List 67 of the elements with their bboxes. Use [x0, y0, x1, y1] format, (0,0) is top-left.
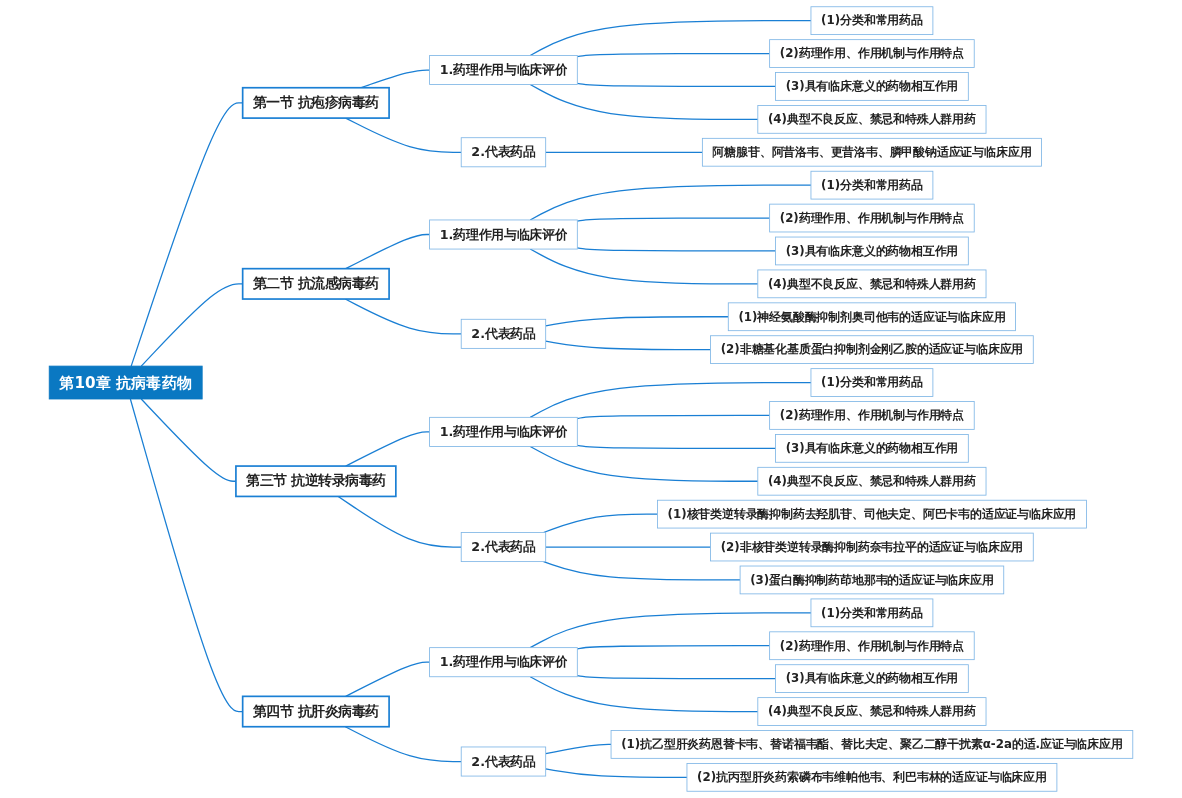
node-box: (2)抗丙型肝炎药索磷布韦维帕他韦、利巴韦林的适应证与临床应用 [686, 763, 1058, 792]
node-box: (3)具有临床意义的药物相互作用 [775, 434, 969, 463]
connector [529, 381, 812, 418]
connector [576, 52, 771, 58]
node-box: 阿糖腺苷、阿昔洛韦、更昔洛韦、膦甲酸钠适应证与临床应用 [701, 137, 1042, 167]
connector [576, 247, 777, 252]
connector [542, 513, 659, 534]
connector [545, 743, 612, 755]
node-box: (2)药理作用、作用机制与作用特点 [769, 631, 975, 661]
node-box: 2.代表药品 [460, 137, 547, 168]
connector [529, 184, 812, 221]
connector [344, 726, 462, 763]
node-box: 第三节 抗逆转录病毒药 [235, 465, 397, 498]
node-box: (4)典型不良反应、禁忌和特殊人群用药 [757, 697, 987, 726]
node-box: 1.药理作用与临床评价 [429, 219, 578, 250]
node-box: (2)非糖基化基质蛋白抑制剂金刚乙胺的适应证与临床应用 [710, 335, 1034, 364]
connector [576, 217, 771, 222]
node-box: (1)分类和常用药品 [810, 368, 934, 397]
connector [576, 674, 777, 680]
connector [542, 560, 741, 581]
node-box: (2)药理作用、作用机制与作用特点 [769, 39, 975, 68]
connector [529, 20, 812, 57]
node-box: 2.代表药品 [460, 746, 547, 777]
connector [576, 645, 771, 650]
connector [529, 612, 812, 649]
connector [545, 340, 712, 351]
connector [545, 151, 703, 153]
connector [576, 444, 777, 449]
connector [345, 117, 462, 153]
node-box: 1.药理作用与临床评价 [429, 647, 578, 678]
connector [576, 414, 771, 420]
node-box: (4)典型不良反应、禁忌和特殊人群用药 [757, 269, 987, 299]
node-box: 第一节 抗疱疹病毒药 [241, 86, 390, 119]
node-box: (3)具有临床意义的药物相互作用 [775, 72, 969, 101]
node-box: 2.代表药品 [460, 532, 547, 562]
node-box: (1)分类和常用药品 [810, 598, 934, 628]
node-box: (4)典型不良反应、禁忌和特殊人群用药 [757, 105, 987, 134]
connector [337, 495, 462, 548]
node-box: (1)核苷类逆转录酶抑制药去羟肌苷、司他夫定、阿巴卡韦的适应证与临床应用 [657, 499, 1087, 529]
connector [345, 233, 431, 270]
node-box: 2.代表药品 [460, 318, 547, 349]
node-box: 第四节 抗肝炎病毒药 [241, 695, 390, 728]
connector [529, 248, 759, 285]
node-box: (1)分类和常用药品 [810, 6, 934, 35]
node-box: (3)具有临床意义的药物相互作用 [775, 236, 969, 266]
node-box: (2)非核苷类逆转录酶抑制药奈韦拉平的适应证与临床应用 [710, 532, 1034, 562]
node-box: (1)神经氨酸酶抑制剂奥司他韦的适应证与临床应用 [727, 302, 1016, 332]
node-box: (2)药理作用、作用机制与作用特点 [769, 203, 975, 233]
node-box: 第10章 抗病毒药物 [48, 365, 203, 400]
node-box: (1)抗乙型肝炎药恩替卡韦、替诺福韦酯、替比夫定、聚乙二醇干扰素α-2a的适.应证与临床应用 [610, 730, 1134, 759]
connector [345, 431, 431, 467]
connector [529, 83, 759, 120]
connector [529, 676, 759, 713]
connector [529, 445, 759, 482]
node-box: 1.药理作用与临床评价 [429, 416, 578, 447]
connector [545, 768, 688, 778]
connector [345, 661, 431, 697]
node-box: (4)典型不良反应、禁忌和特殊人群用药 [757, 466, 987, 496]
node-box: (1)分类和常用药品 [810, 170, 934, 200]
node-box: (2)药理作用、作用机制与作用特点 [769, 401, 975, 430]
connector [576, 82, 777, 88]
node-box: (3)具有临床意义的药物相互作用 [775, 664, 969, 693]
node-box: 1.药理作用与临床评价 [429, 55, 578, 85]
node-box: 第二节 抗流感病毒药 [241, 267, 390, 300]
node-box: (3)蛋白酶抑制药茚地那韦的适应证与临床应用 [739, 565, 1005, 595]
connector [545, 316, 729, 327]
connector [545, 546, 712, 548]
